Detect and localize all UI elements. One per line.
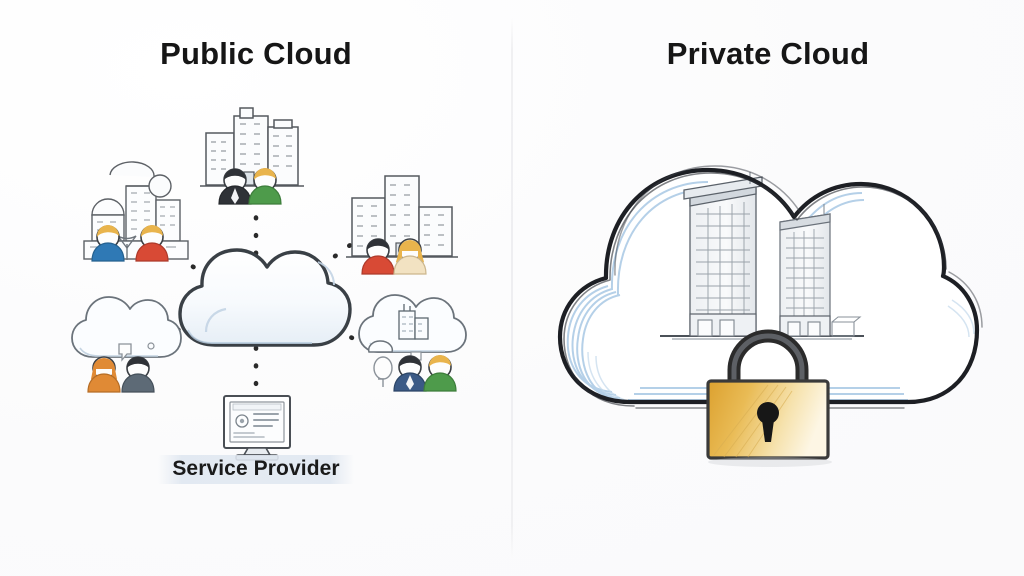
node-upper-left — [83, 161, 189, 262]
node-monitor — [223, 395, 291, 461]
cloud-sketch-shading — [560, 170, 977, 402]
public-cloud-title: Public Cloud — [160, 36, 352, 71]
office-towers-icon — [660, 172, 864, 340]
service-provider-text: Service Provider — [158, 455, 354, 484]
node-lower-right — [358, 294, 467, 392]
person-group-lower-right — [393, 355, 457, 392]
service-provider-label: Service Provider — [0, 455, 512, 484]
tower-left-windows — [696, 202, 750, 320]
private-cloud-title: Private Cloud — [666, 36, 870, 71]
public-cloud-panel: Public Cloud — [0, 36, 512, 484]
person-group-upper-right — [361, 238, 427, 275]
person-group-lower-left — [87, 356, 155, 393]
node-upper-right — [346, 175, 458, 275]
central-cloud-icon — [178, 248, 352, 347]
private-cloud-panel: Private Cloud — [512, 0, 1024, 576]
private-cloud-illustration — [557, 165, 983, 467]
sketch-cloud-icon — [557, 165, 983, 409]
padlock-icon — [706, 329, 832, 467]
person-group-top — [218, 168, 282, 205]
public-cloud-illustration — [71, 107, 467, 461]
node-top — [200, 107, 304, 205]
node-lower-left — [71, 296, 182, 393]
person-group-upper-left — [91, 225, 169, 262]
panel-divider — [511, 18, 513, 558]
